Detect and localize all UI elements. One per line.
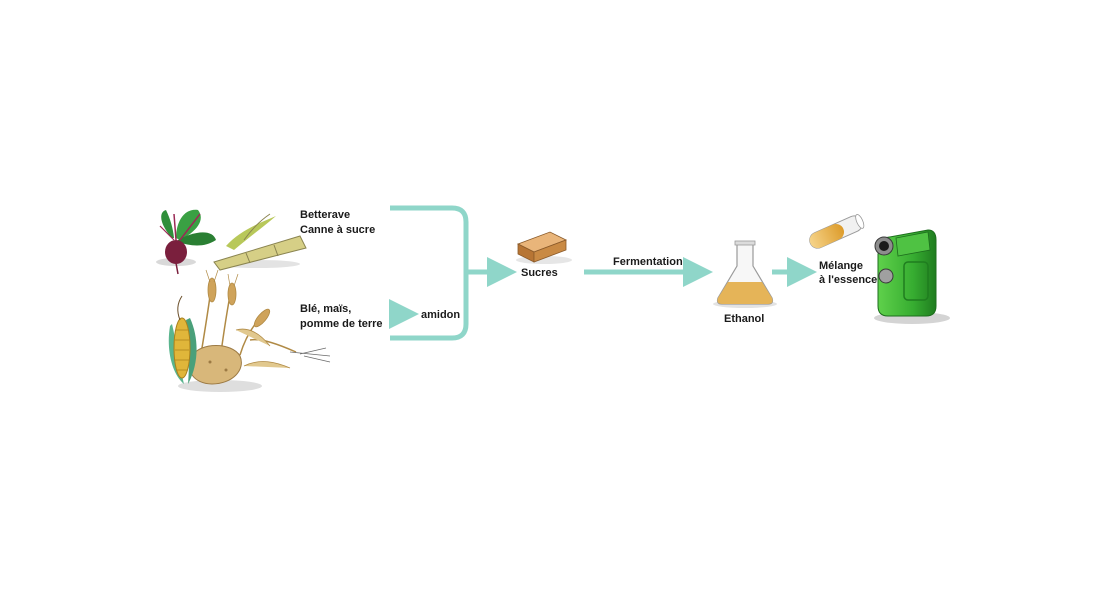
corn-icon [168, 295, 197, 384]
flask-icon [713, 240, 777, 308]
label-melange: Mélange [819, 260, 863, 272]
sugar-cube-icon [516, 231, 572, 264]
potato-icon [178, 345, 262, 392]
label-betterave: Betterave [300, 209, 350, 221]
label-pomme-de-terre: pomme de terre [300, 318, 383, 330]
label-fermentation: Fermentation [613, 256, 683, 268]
label-amidon: amidon [421, 309, 460, 321]
label-canne-a-sucre: Canne à sucre [300, 224, 375, 236]
label-a-l-essence: à l'essence [819, 274, 877, 286]
label-ethanol: Ethanol [724, 313, 764, 325]
jerrycan-icon [874, 229, 950, 324]
process-arrows [389, 205, 817, 341]
beet-icon [156, 209, 216, 275]
label-ble-mais: Blé, maïs, [300, 303, 351, 315]
label-sucres: Sucres [521, 267, 558, 279]
sugarcane-icon [213, 213, 307, 271]
test-tube-icon [809, 214, 865, 249]
